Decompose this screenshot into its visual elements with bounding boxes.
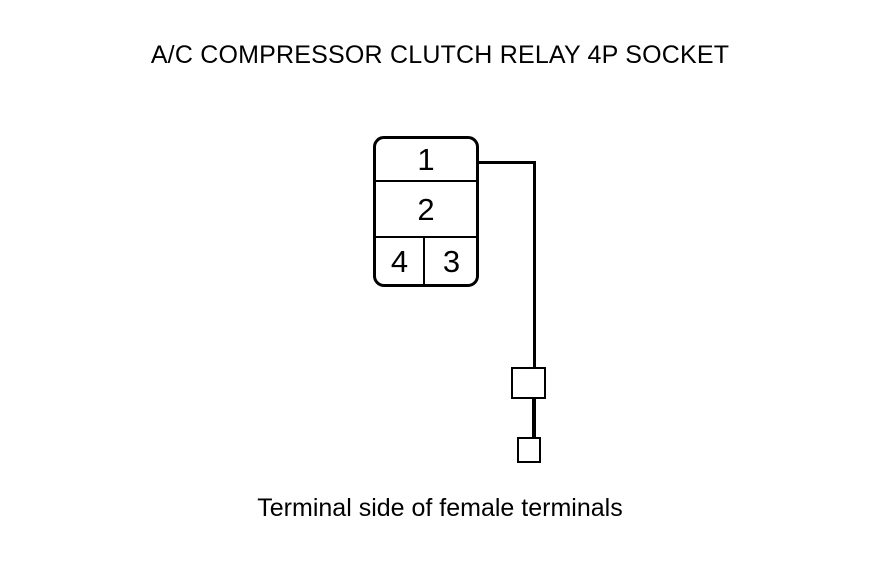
relay-socket-body: 1 2 4 3 [373, 136, 479, 287]
lead-wire-vertical [533, 161, 536, 368]
socket-pin-label-1: 1 [417, 142, 435, 177]
socket-pin-cell-3[interactable]: 3 [427, 238, 476, 284]
terminal-lower-rectangle [517, 437, 541, 463]
socket-pin-cell-2[interactable]: 2 [376, 182, 476, 238]
terminal-link-wire [532, 398, 536, 439]
socket-pin-cell-1[interactable]: 1 [376, 139, 476, 182]
terminal-upper-rectangle [511, 367, 546, 399]
socket-pin-cell-4[interactable]: 4 [376, 238, 425, 284]
socket-pin-label-2: 2 [417, 191, 435, 227]
socket-pin-label-3: 3 [442, 243, 461, 279]
lead-wire-horizontal [479, 161, 536, 164]
socket-pin-label-4: 4 [390, 243, 409, 279]
diagram-caption: Terminal side of female terminals [257, 494, 623, 522]
diagram-title: A/C COMPRESSOR CLUTCH RELAY 4P SOCKET [150, 41, 730, 69]
